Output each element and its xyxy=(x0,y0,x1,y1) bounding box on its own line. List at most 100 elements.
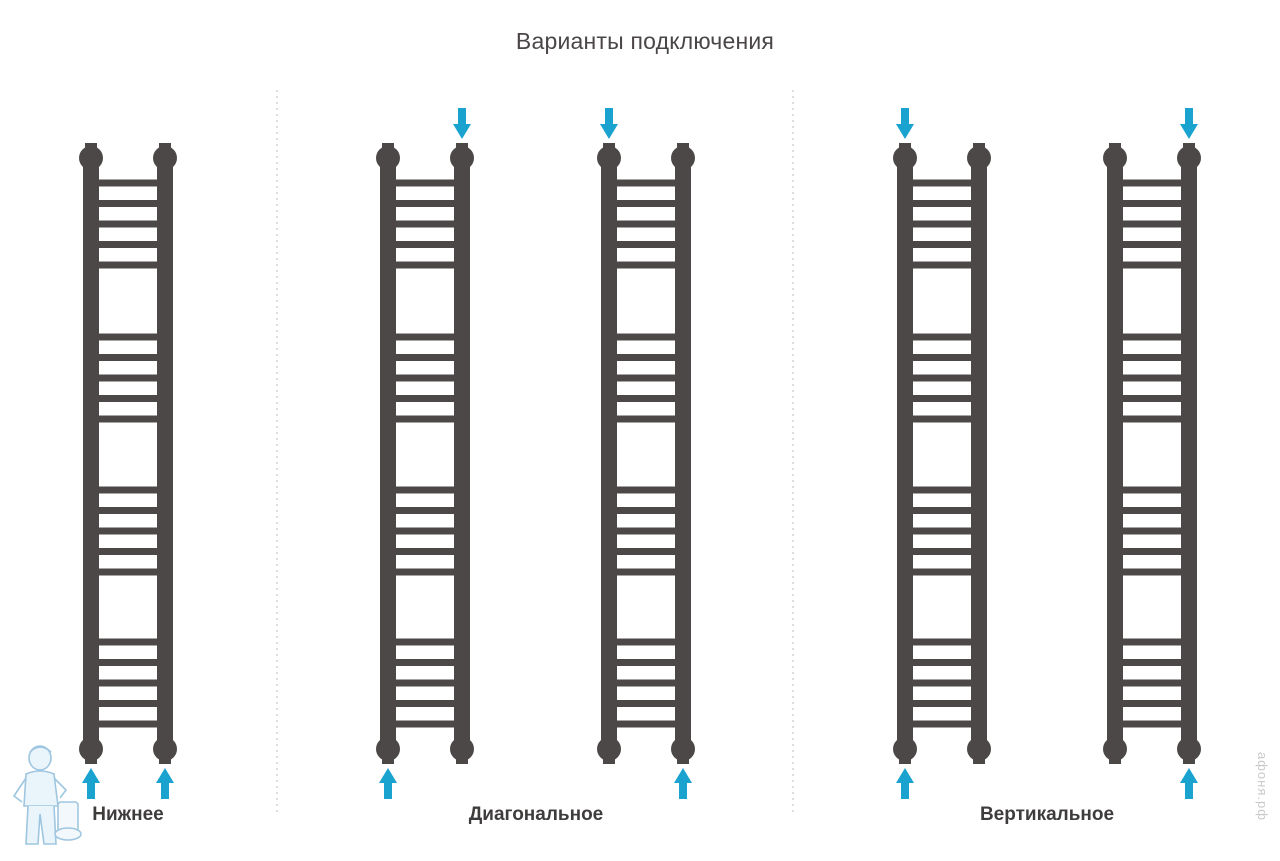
radiator-post xyxy=(1181,158,1197,749)
radiator-rung xyxy=(388,220,462,228)
radiator-rung xyxy=(388,395,462,402)
radiator-connector-nut xyxy=(973,143,985,173)
radiator-rung xyxy=(388,568,462,576)
radiator-connector-nut xyxy=(1183,143,1195,173)
radiator-rung xyxy=(1115,720,1189,728)
radiator-post xyxy=(454,158,470,749)
radiator-rung xyxy=(1115,261,1189,269)
radiator-rung xyxy=(388,415,462,423)
flow-arrow-icon xyxy=(600,108,618,139)
radiator-connector-nut xyxy=(382,734,394,764)
radiator-rung xyxy=(91,638,165,646)
radiator-rung xyxy=(905,568,979,576)
radiator-rung xyxy=(388,374,462,382)
radiator-rung xyxy=(609,354,683,361)
radiator-rung xyxy=(388,333,462,341)
radiator-rung xyxy=(91,220,165,228)
radiator-rung xyxy=(905,507,979,514)
radiator-connector-nut xyxy=(159,143,171,173)
radiator-rung xyxy=(905,415,979,423)
radiator-rung xyxy=(609,374,683,382)
radiator-rung xyxy=(1115,486,1189,494)
radiator-rung xyxy=(905,659,979,666)
radiator-connector-nut xyxy=(899,734,911,764)
flow-arrow-icon xyxy=(82,768,100,799)
radiator-rung xyxy=(1115,638,1189,646)
radiator-rung xyxy=(1115,374,1189,382)
towel-radiator xyxy=(376,143,474,764)
radiator-post xyxy=(83,158,99,749)
radiator-rung xyxy=(388,179,462,187)
radiator-rung xyxy=(388,659,462,666)
radiator-rung xyxy=(609,179,683,187)
radiator-rung xyxy=(388,548,462,555)
radiator-post xyxy=(380,158,396,749)
radiator-rung xyxy=(91,395,165,402)
radiator-rung xyxy=(91,241,165,248)
radiator-rung xyxy=(1115,415,1189,423)
radiator-rung xyxy=(905,700,979,707)
radiator-connector-nut xyxy=(899,143,911,173)
radiator-connector-nut xyxy=(85,734,97,764)
radiator-rung xyxy=(388,700,462,707)
radiator-connector-nut xyxy=(677,734,689,764)
radiator-rung xyxy=(905,486,979,494)
radiator-rung xyxy=(91,333,165,341)
radiator-rung xyxy=(91,374,165,382)
radiator-connector-nut xyxy=(85,143,97,173)
radiator-rung xyxy=(609,659,683,666)
radiator-rung xyxy=(91,700,165,707)
radiator-rung xyxy=(388,354,462,361)
radiator-connector-nut xyxy=(159,734,171,764)
radiator-rung xyxy=(388,241,462,248)
radiator-rung xyxy=(1115,354,1189,361)
radiator-rung xyxy=(388,638,462,646)
radiator-rung xyxy=(91,679,165,687)
radiator-rung xyxy=(905,333,979,341)
radiator-rung xyxy=(609,241,683,248)
flow-arrow-icon xyxy=(156,768,174,799)
radiator-post xyxy=(157,158,173,749)
radiator-rung xyxy=(609,415,683,423)
radiator-rung xyxy=(905,679,979,687)
radiator-rung xyxy=(388,720,462,728)
radiator-rung xyxy=(905,720,979,728)
radiator-rung xyxy=(609,720,683,728)
radiator-rung xyxy=(905,261,979,269)
radiator-rung xyxy=(91,261,165,269)
radiator-rung xyxy=(388,507,462,514)
radiator-rung xyxy=(388,679,462,687)
radiator-rung xyxy=(91,527,165,535)
radiator-rung xyxy=(905,179,979,187)
radiator-connector-nut xyxy=(456,143,468,173)
radiator-connector-nut xyxy=(603,734,615,764)
radiator-rung xyxy=(609,679,683,687)
radiator-post xyxy=(897,158,913,749)
radiator-rung xyxy=(91,415,165,423)
radiator-rung xyxy=(1115,659,1189,666)
radiator-connector-nut xyxy=(1109,734,1121,764)
radiator-rung xyxy=(609,568,683,576)
radiator-connector-nut xyxy=(456,734,468,764)
radiator-rung xyxy=(388,527,462,535)
radiator-rung xyxy=(91,720,165,728)
radiator-rung xyxy=(1115,395,1189,402)
radiator-rung xyxy=(905,241,979,248)
radiator-rung xyxy=(609,486,683,494)
radiator-rung xyxy=(91,486,165,494)
radiator-rung xyxy=(609,395,683,402)
radiator-rung xyxy=(609,220,683,228)
radiator-rung xyxy=(1115,700,1189,707)
radiator-rung xyxy=(609,333,683,341)
flow-arrow-icon xyxy=(453,108,471,139)
radiator-rung xyxy=(1115,527,1189,535)
radiator-rung xyxy=(1115,241,1189,248)
radiator-connector-nut xyxy=(677,143,689,173)
radiator-rung xyxy=(609,700,683,707)
radiator-post xyxy=(601,158,617,749)
towel-radiator xyxy=(79,143,177,764)
radiator-rung xyxy=(1115,507,1189,514)
radiator-rung xyxy=(609,638,683,646)
page-title: Варианты подключения xyxy=(515,28,775,54)
